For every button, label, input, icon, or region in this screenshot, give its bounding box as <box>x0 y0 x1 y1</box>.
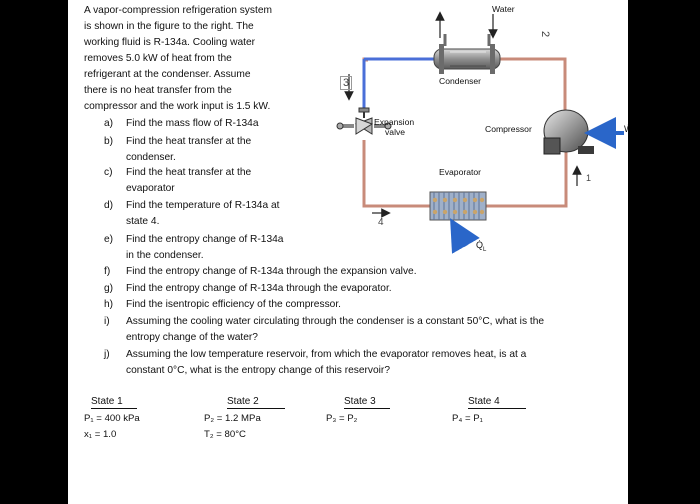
question-marker: d) <box>104 200 114 211</box>
question-marker: j) <box>104 349 110 360</box>
intro-line: refrigerant at the condenser. Assume <box>84 69 251 80</box>
question-marker: h) <box>104 299 114 310</box>
state-1-value: x₁ = 1.0 <box>84 429 117 440</box>
pipe-lower-right <box>486 150 568 208</box>
cycle-schematic <box>336 11 624 254</box>
question-text: evaporator <box>126 183 175 194</box>
state-3-value: P₃ = P₂ <box>326 413 358 424</box>
question-marker: i) <box>104 316 110 327</box>
question-text: Assuming the low temperature reservoir, … <box>126 349 527 360</box>
problem-sheet: A vapor-compression refrigeration system… <box>68 0 628 504</box>
question-text: Assuming the cooling water circulating t… <box>126 316 545 327</box>
compressor-label: Compressor <box>485 124 532 134</box>
question-marker: g) <box>104 283 114 294</box>
question-marker: e) <box>104 234 114 245</box>
state-2-value: T₂ = 80°C <box>204 429 246 440</box>
question-text: Find the entropy change of R-134a throug… <box>126 266 417 277</box>
work-input-label: Ẇin <box>624 124 628 137</box>
question-marker: f) <box>104 266 111 277</box>
question-text: Find the heat transfer at the <box>126 167 252 178</box>
intro-line: working fluid is R-134a. Cooling water <box>84 37 256 48</box>
expansion-label: Expansion <box>374 117 415 127</box>
question-text: in the condenser. <box>126 250 204 261</box>
question-text: condenser. <box>126 152 176 163</box>
condenser-unit <box>433 34 501 74</box>
question-text: state 4. <box>126 216 160 227</box>
intro-line: is shown in the figure to the right. The <box>84 21 254 32</box>
state-3-header: State 3 <box>344 396 390 409</box>
pipe-lower-left <box>362 140 430 208</box>
compressor-unit <box>543 109 594 155</box>
state-number-4: 4 <box>378 217 384 228</box>
state-1-header: State 1 <box>91 396 137 409</box>
valve-label: valve <box>385 127 406 137</box>
state-2-header: State 2 <box>227 396 285 409</box>
intro-line: removes 5.0 kW of heat from the <box>84 53 232 64</box>
expansion-valve <box>336 107 392 135</box>
evaporator-unit <box>429 191 487 221</box>
state-4-header: State 4 <box>468 396 526 409</box>
state-4-value: P₄ = P₁ <box>452 413 483 424</box>
state-2-value: P₂ = 1.2 MPa <box>204 413 261 424</box>
question-text: Find the entropy change of R-134a <box>126 234 284 245</box>
state-number-3: 3 <box>340 76 353 90</box>
question-text: Find the mass flow of R-134a <box>126 118 259 129</box>
intro-line: there is no heat transfer from the <box>84 85 232 96</box>
evaporator-label: Evaporator <box>439 167 482 177</box>
question-marker: c) <box>104 167 113 178</box>
heat-input-label: Q̇L <box>476 240 486 253</box>
heat-symbol: Q̇ <box>476 240 484 250</box>
intro-line: compressor and the work input is 1.5 kW. <box>84 101 271 112</box>
heat-input-arrow <box>450 218 480 254</box>
question-text: entropy change of the water? <box>126 332 258 343</box>
state-number-1: 1 <box>586 173 592 183</box>
intro-line: A vapor-compression refrigeration system <box>84 5 272 16</box>
question-marker: b) <box>104 136 114 147</box>
question-text: Find the temperature of R-134a at <box>126 200 280 211</box>
question-text: Find the heat transfer at the <box>126 136 252 147</box>
heat-subscript: L <box>483 246 487 253</box>
question-text: constant 0°C, what is the entropy change… <box>126 365 390 376</box>
state-number-2: 2 <box>539 30 552 38</box>
question-text: Find the isentropic efficiency of the co… <box>126 299 341 310</box>
condenser-label: Condenser <box>439 76 482 86</box>
water-label: Water <box>492 4 515 14</box>
state-1-value: P₁ = 400 kPa <box>84 413 140 424</box>
question-text: Find the entropy change of R-134a throug… <box>126 283 392 294</box>
work-symbol: Ẇ <box>624 124 628 134</box>
question-marker: a) <box>104 118 114 129</box>
